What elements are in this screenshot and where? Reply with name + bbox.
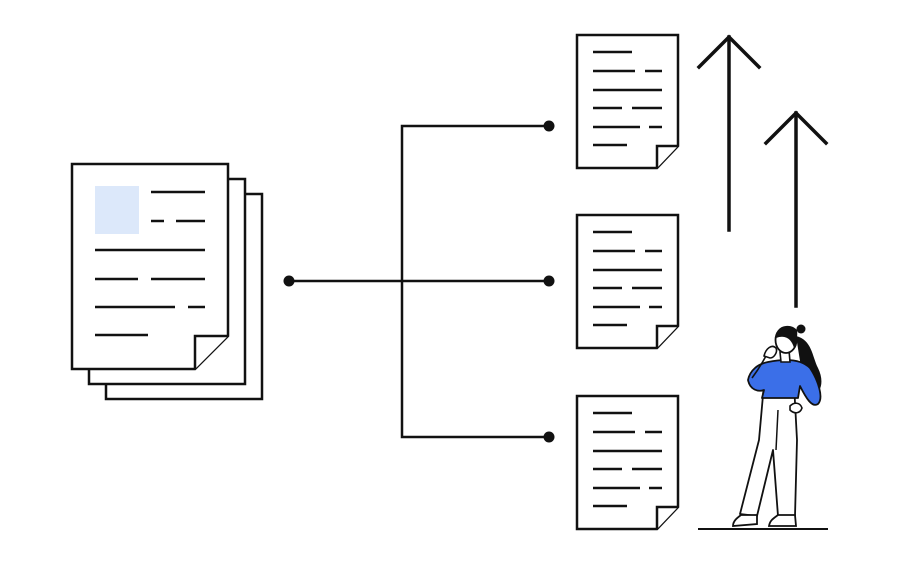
connector-branch-line [400, 124, 549, 439]
connector-node-source [283, 275, 295, 287]
hand-on-chin [763, 345, 778, 359]
image-placeholder [95, 186, 139, 234]
up-arrow-icon-left [696, 34, 762, 232]
up-arrow-icon-right [763, 110, 829, 308]
document-icon-top [575, 33, 680, 170]
hair-bun [796, 324, 806, 334]
document-text-lines [95, 190, 205, 337]
connector-node-top [543, 120, 555, 132]
connector-node-bottom [543, 431, 555, 443]
connector-nodes [283, 120, 555, 443]
document-icon-middle [575, 213, 680, 350]
thinking-woman-figure [698, 324, 828, 530]
document-icon-bottom [575, 394, 680, 531]
sweater [747, 359, 822, 406]
hair-front [776, 325, 798, 348]
document-page-curl [193, 334, 228, 369]
right-shoe [767, 514, 797, 527]
trousers [739, 383, 798, 517]
hand-on-hip [789, 402, 803, 414]
split-connector [289, 124, 549, 439]
stacked-documents-icon [70, 162, 264, 401]
left-shoe [732, 514, 758, 527]
connector-node-middle [543, 275, 555, 287]
